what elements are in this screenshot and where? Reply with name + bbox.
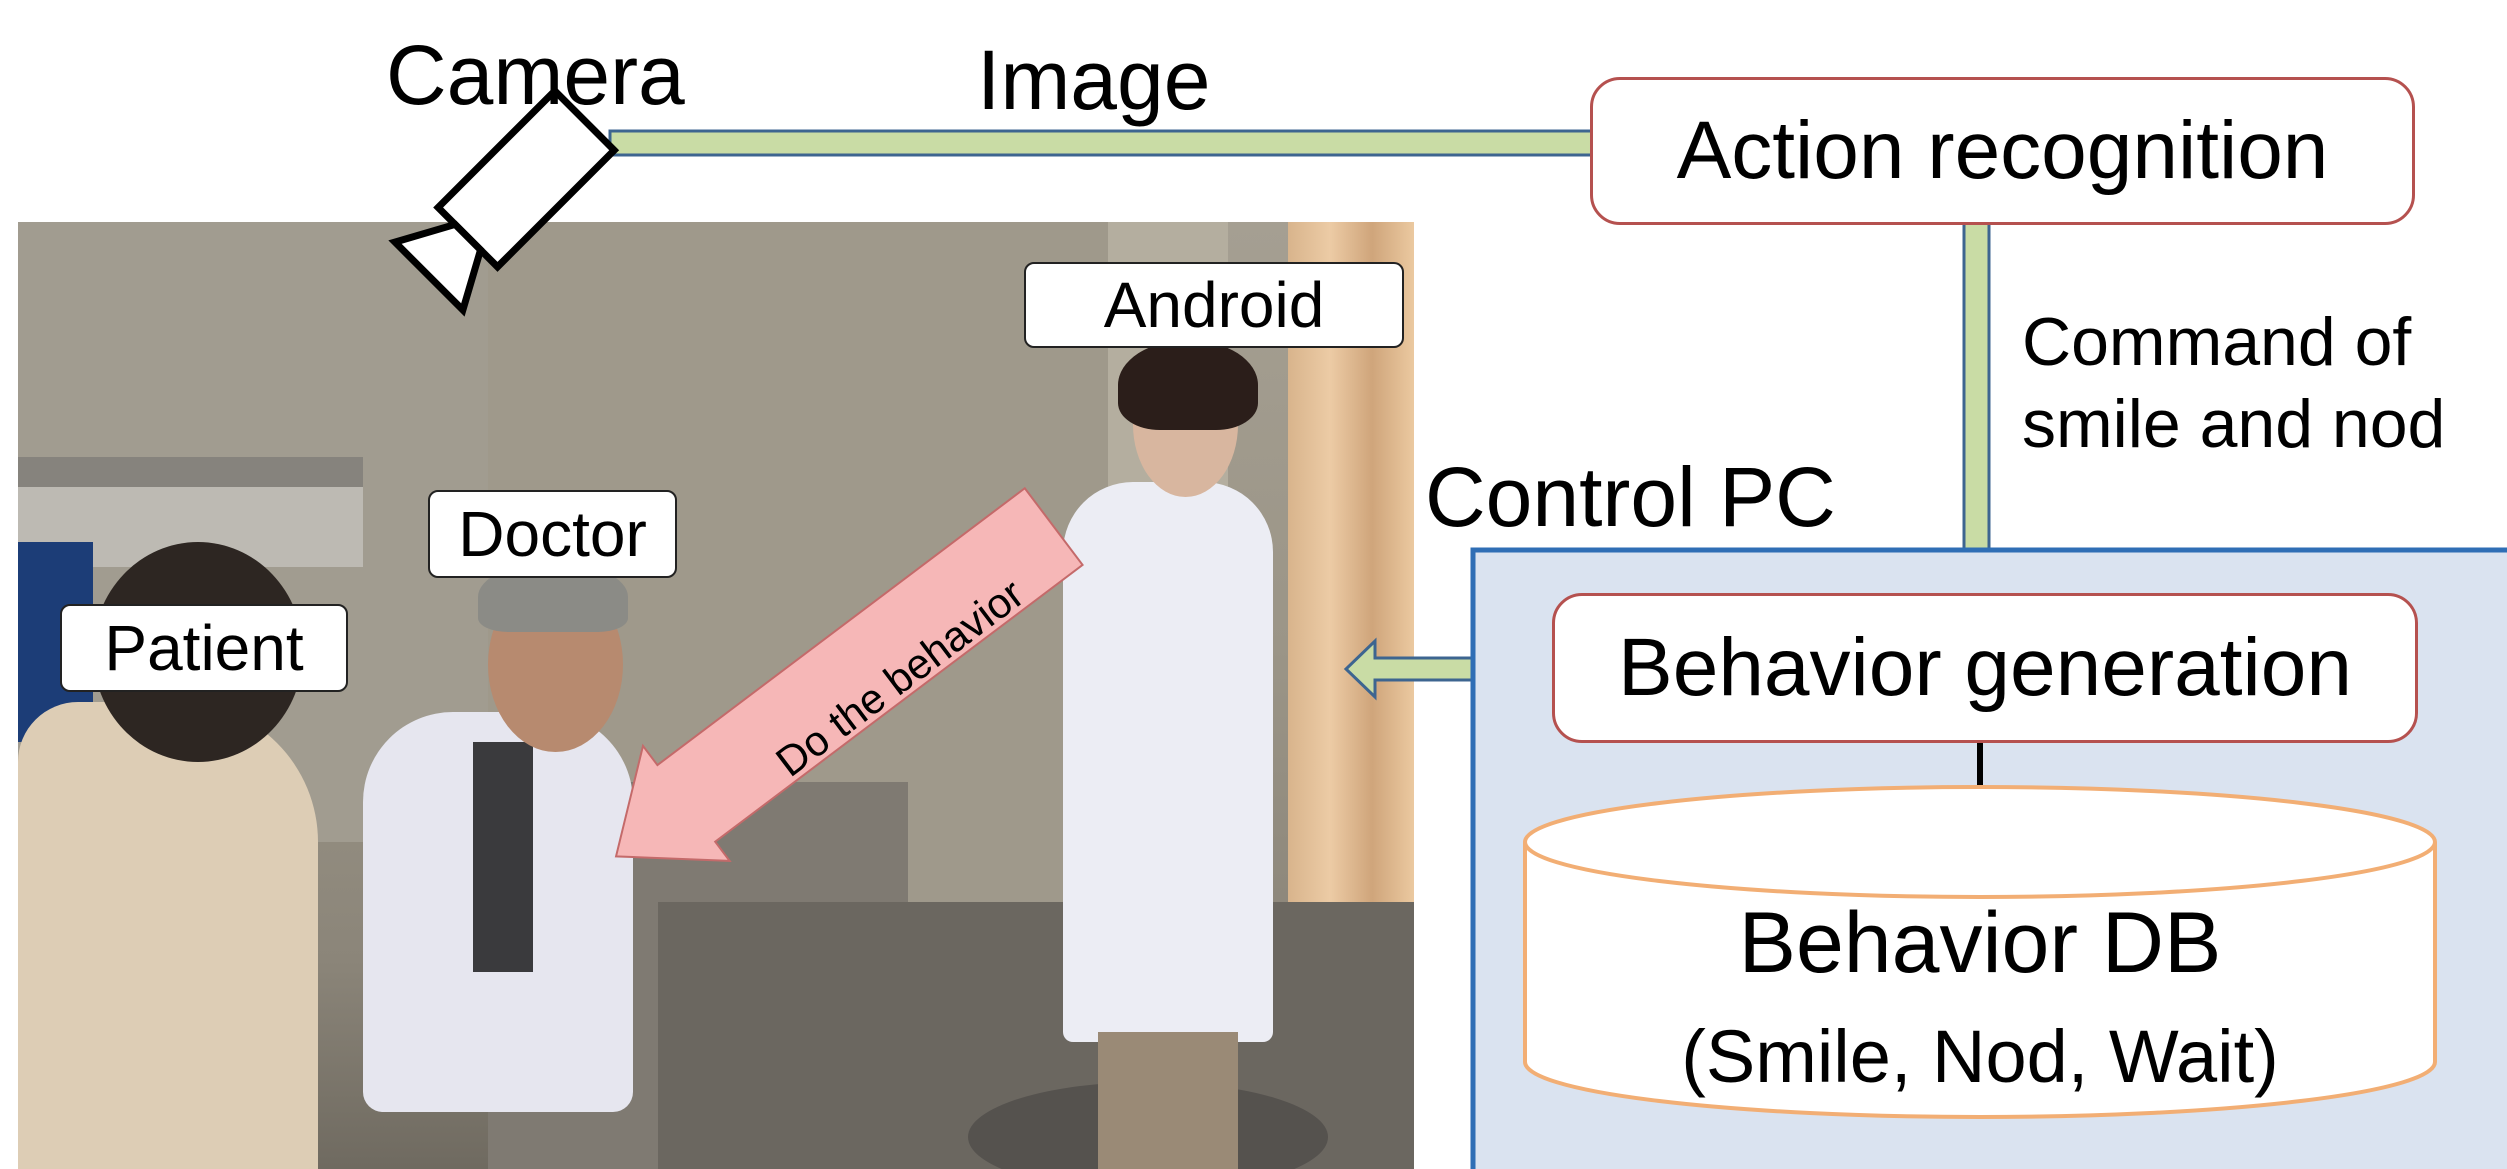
behavior-db-label: Behavior DB bbox=[1738, 895, 2222, 991]
clinic-photo bbox=[18, 222, 1414, 1169]
android-label: Android bbox=[1024, 262, 1404, 348]
behavior-db-items: (Smile, Nod, Wait) bbox=[1681, 1015, 2279, 1098]
image-connector bbox=[608, 129, 1594, 157]
action-recognition-label: Action recognition bbox=[1676, 105, 2329, 196]
patient-label-text: Patient bbox=[104, 612, 304, 684]
doctor-label: Doctor bbox=[428, 490, 677, 578]
control-pc-label: Control PC bbox=[1425, 450, 1836, 544]
patient-label: Patient bbox=[60, 604, 348, 692]
command-arrow bbox=[1936, 220, 2018, 594]
behavior-db-cylinder bbox=[1523, 785, 2437, 1119]
command-line-1: Command of bbox=[2022, 304, 2412, 380]
behavior-generation-label: Behavior generation bbox=[1618, 622, 2352, 713]
doctor-label-text: Doctor bbox=[458, 498, 647, 570]
android-label-text: Android bbox=[1103, 269, 1325, 341]
camera-icon bbox=[388, 85, 620, 317]
do-the-behavior-arrow bbox=[614, 486, 1084, 863]
camera-label: Camera bbox=[386, 28, 685, 122]
command-label: Command of smile and nod bbox=[2022, 302, 2445, 465]
behavior-generation-box: Behavior generation bbox=[1552, 593, 2418, 743]
image-label: Image bbox=[977, 33, 1211, 127]
action-recognition-box: Action recognition bbox=[1590, 77, 2415, 225]
command-line-2: smile and nod bbox=[2022, 385, 2446, 462]
